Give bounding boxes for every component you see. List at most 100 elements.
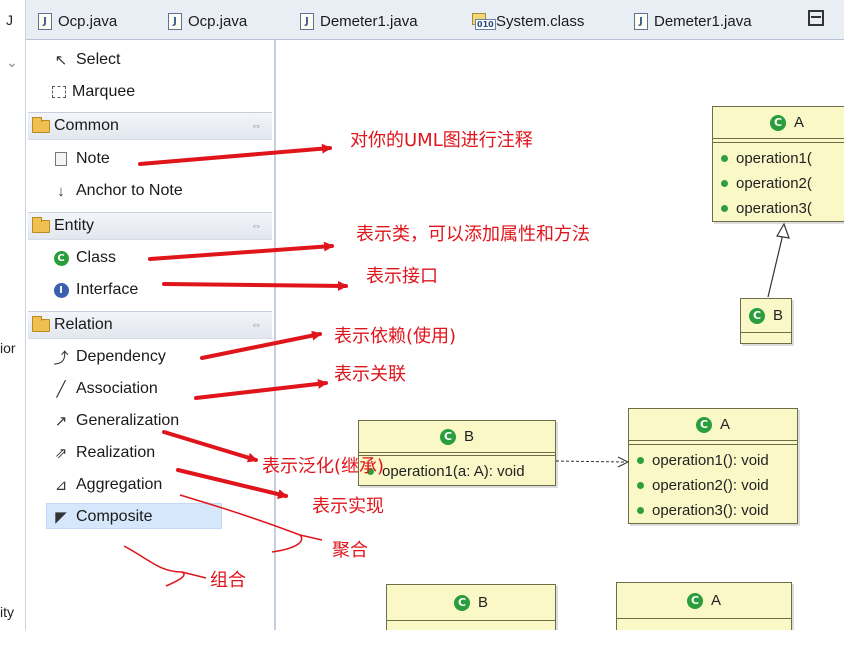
public-method-icon <box>721 155 728 162</box>
public-method-icon <box>721 180 728 187</box>
class-icon: C <box>686 592 703 609</box>
tool-label: Aggregation <box>76 476 163 493</box>
drawer-label: Common <box>54 117 119 134</box>
palette-dependency-tool[interactable]: ⤴ Dependency <box>52 345 166 369</box>
operation-row[interactable]: operation2( <box>721 171 844 196</box>
editor-tab-bar: J Ocp.java J Ocp.java J Demeter1.java 01… <box>26 0 844 40</box>
public-method-icon <box>367 468 374 475</box>
tool-label: Association <box>76 380 158 397</box>
uml-class-b-mid[interactable]: C B operation1(a: A): void <box>358 420 556 486</box>
tool-label: Class <box>76 249 117 266</box>
drawer-relation[interactable]: Relation ⇔ <box>28 311 272 339</box>
class-name: B <box>772 307 783 324</box>
class-name: A <box>719 416 730 433</box>
class-icon: C <box>453 594 470 611</box>
uml-class-a-top[interactable]: C A operation1( operation2( operation3( <box>712 106 844 222</box>
public-method-icon <box>637 507 644 514</box>
palette-marquee-tool[interactable]: Marquee <box>52 80 135 104</box>
uml-palette: ↖ Select Marquee Common ⇔ Note ↓ Anchor … <box>26 40 276 630</box>
operation-row[interactable]: operation1(): void <box>637 448 797 473</box>
association-line-icon: ╱ <box>56 381 66 398</box>
annotation-generalization: 表示泛化(继承) <box>262 456 385 477</box>
operation-row[interactable]: operation2(): void <box>637 473 797 498</box>
class-file-icon: 010 <box>472 12 496 30</box>
tab-demeter1-1[interactable]: J Demeter1.java <box>300 8 418 34</box>
class-name: B <box>463 428 474 445</box>
palette-note-tool[interactable]: Note <box>52 147 110 171</box>
tool-label: Anchor to Note <box>76 182 183 199</box>
palette-interface-tool[interactable]: I Interface <box>52 278 138 302</box>
public-method-icon <box>637 482 644 489</box>
tab-label: System.class <box>496 12 585 30</box>
dependency-arrow-icon: ⤴ <box>53 349 69 367</box>
tab-label: Ocp.java <box>58 12 118 30</box>
tab-list-menu-icon[interactable] <box>808 10 824 26</box>
operation-text: operation1(a: A): void <box>382 463 525 480</box>
palette-select-tool[interactable]: ↖ Select <box>52 48 121 72</box>
uml-canvas[interactable]: C A operation1( operation2( operation3( … <box>276 40 844 630</box>
tool-label: Dependency <box>76 348 166 365</box>
public-method-icon <box>637 457 644 464</box>
clipped-tab-glyph: J <box>6 12 13 28</box>
left-panel-strip: J ⌄ ior ity <box>0 0 26 630</box>
tab-label: Demeter1.java <box>320 12 418 30</box>
down-arrow-icon: ↓ <box>57 182 65 200</box>
operation-text: operation2(): void <box>652 477 769 494</box>
palette-composite-tool[interactable]: ◤ Composite <box>52 505 152 529</box>
clipped-text-1: ior <box>0 340 16 356</box>
tool-label: Generalization <box>76 412 180 429</box>
annotation-class: 表示类，可以添加属性和方法 <box>356 224 590 245</box>
operation-row[interactable]: operation3( <box>721 196 844 221</box>
palette-aggregation-tool[interactable]: ⊿ Aggregation <box>52 473 163 497</box>
tool-label: Marquee <box>72 83 136 100</box>
java-file-icon: J <box>38 12 52 30</box>
class-icon: C <box>695 416 712 433</box>
palette-generalization-tool[interactable]: ↗ Generalization <box>52 409 179 433</box>
tab-ocp-2[interactable]: J Ocp.java <box>168 8 247 34</box>
tool-label: Select <box>76 51 121 68</box>
aggregation-icon: ⊿ <box>54 477 68 494</box>
pin-icon[interactable]: ⇔ <box>251 220 262 232</box>
tool-label: Realization <box>76 444 156 461</box>
annotation-composite: 组合 <box>210 570 246 591</box>
tool-label: Note <box>76 150 110 167</box>
palette-class-tool[interactable]: C Class <box>52 246 116 270</box>
class-name: B <box>477 594 488 611</box>
pin-icon[interactable]: ⇔ <box>251 319 262 331</box>
drawer-common[interactable]: Common ⇔ <box>28 112 272 140</box>
operation-text: operation1(): void <box>652 452 769 469</box>
operation-row[interactable]: operation1(a: A): void <box>367 459 555 484</box>
uml-class-b-bottom[interactable]: C B <box>386 584 556 630</box>
annotation-dependency: 表示依赖(使用) <box>334 326 457 347</box>
realization-arrow-icon: ⇗ <box>54 445 68 462</box>
operation-row[interactable]: operation3(): void <box>637 498 797 523</box>
palette-anchor-note-tool[interactable]: ↓ Anchor to Note <box>52 179 183 203</box>
tab-demeter1-2[interactable]: J Demeter1.java <box>634 8 752 34</box>
tab-system-class[interactable]: 010 System.class <box>472 8 584 34</box>
annotation-aggregation: 聚合 <box>332 540 368 561</box>
folder-icon <box>32 216 50 233</box>
note-icon <box>52 152 70 166</box>
class-name: A <box>710 592 721 609</box>
uml-class-a-bottom[interactable]: C A <box>616 582 792 630</box>
cursor-arrow-icon: ↖ <box>54 52 68 69</box>
interface-icon: I <box>52 282 70 298</box>
uml-class-a-mid[interactable]: C A operation1(): void operation2(): voi… <box>628 408 798 524</box>
tab-ocp-1[interactable]: J Ocp.java <box>38 8 117 34</box>
annotation-association: 表示关联 <box>334 364 406 385</box>
operation-text: operation3(): void <box>652 502 769 519</box>
clipped-text-2: ity <box>0 604 14 620</box>
palette-realization-tool[interactable]: ⇗ Realization <box>52 441 155 465</box>
operation-row[interactable]: operation1( <box>721 146 844 171</box>
annotation-note: 对你的UML图进行注释 <box>350 130 533 151</box>
collapse-arrow-icon[interactable]: ⌄ <box>6 54 18 70</box>
drawer-entity[interactable]: Entity ⇔ <box>28 212 272 240</box>
public-method-icon <box>721 205 728 212</box>
palette-association-tool[interactable]: ╱ Association <box>52 377 158 401</box>
java-file-icon: J <box>634 12 648 30</box>
pin-icon[interactable]: ⇔ <box>251 120 262 132</box>
operation-text: operation1( <box>736 150 812 167</box>
marquee-icon <box>52 86 66 98</box>
uml-class-b-small[interactable]: C B <box>740 298 792 344</box>
class-icon: C <box>439 428 456 445</box>
